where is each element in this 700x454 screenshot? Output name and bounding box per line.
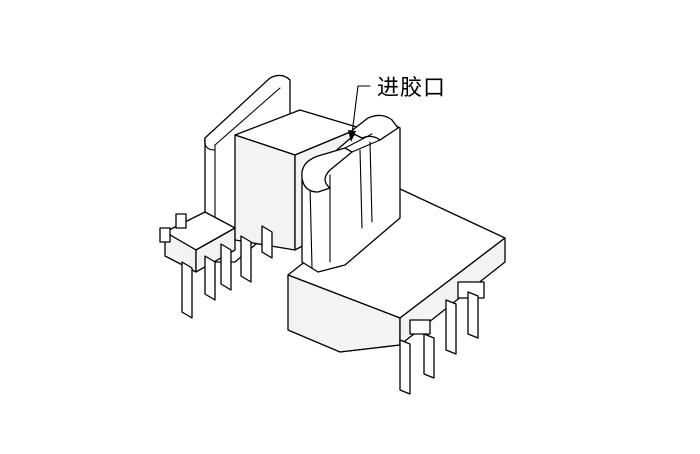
base-block bbox=[287, 187, 506, 353]
right-flange bbox=[301, 114, 401, 273]
left-pins bbox=[181, 225, 273, 319]
callout-leader bbox=[348, 85, 371, 142]
gate-callout-label: 进胶口 bbox=[377, 76, 447, 101]
right-pins bbox=[399, 281, 485, 395]
